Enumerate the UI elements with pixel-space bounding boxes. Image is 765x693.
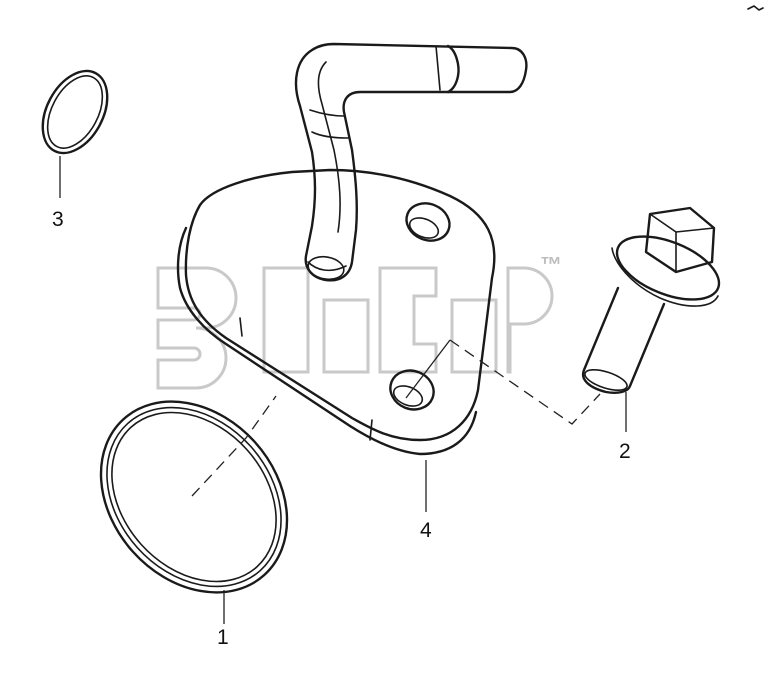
callout-4: 4 xyxy=(420,519,432,542)
large-o-ring xyxy=(99,400,289,594)
corner-mark xyxy=(747,5,764,11)
callout-3: 3 xyxy=(52,208,64,231)
watermark-logo: ™ xyxy=(156,252,562,390)
trademark-symbol: ™ xyxy=(540,252,562,277)
small-o-ring xyxy=(41,69,109,155)
callout-1: 1 xyxy=(217,626,229,649)
flange-bolt xyxy=(581,206,721,394)
oil-pipe-flange xyxy=(176,42,528,456)
leader-lines xyxy=(59,156,627,624)
callout-2: 2 xyxy=(619,440,631,463)
